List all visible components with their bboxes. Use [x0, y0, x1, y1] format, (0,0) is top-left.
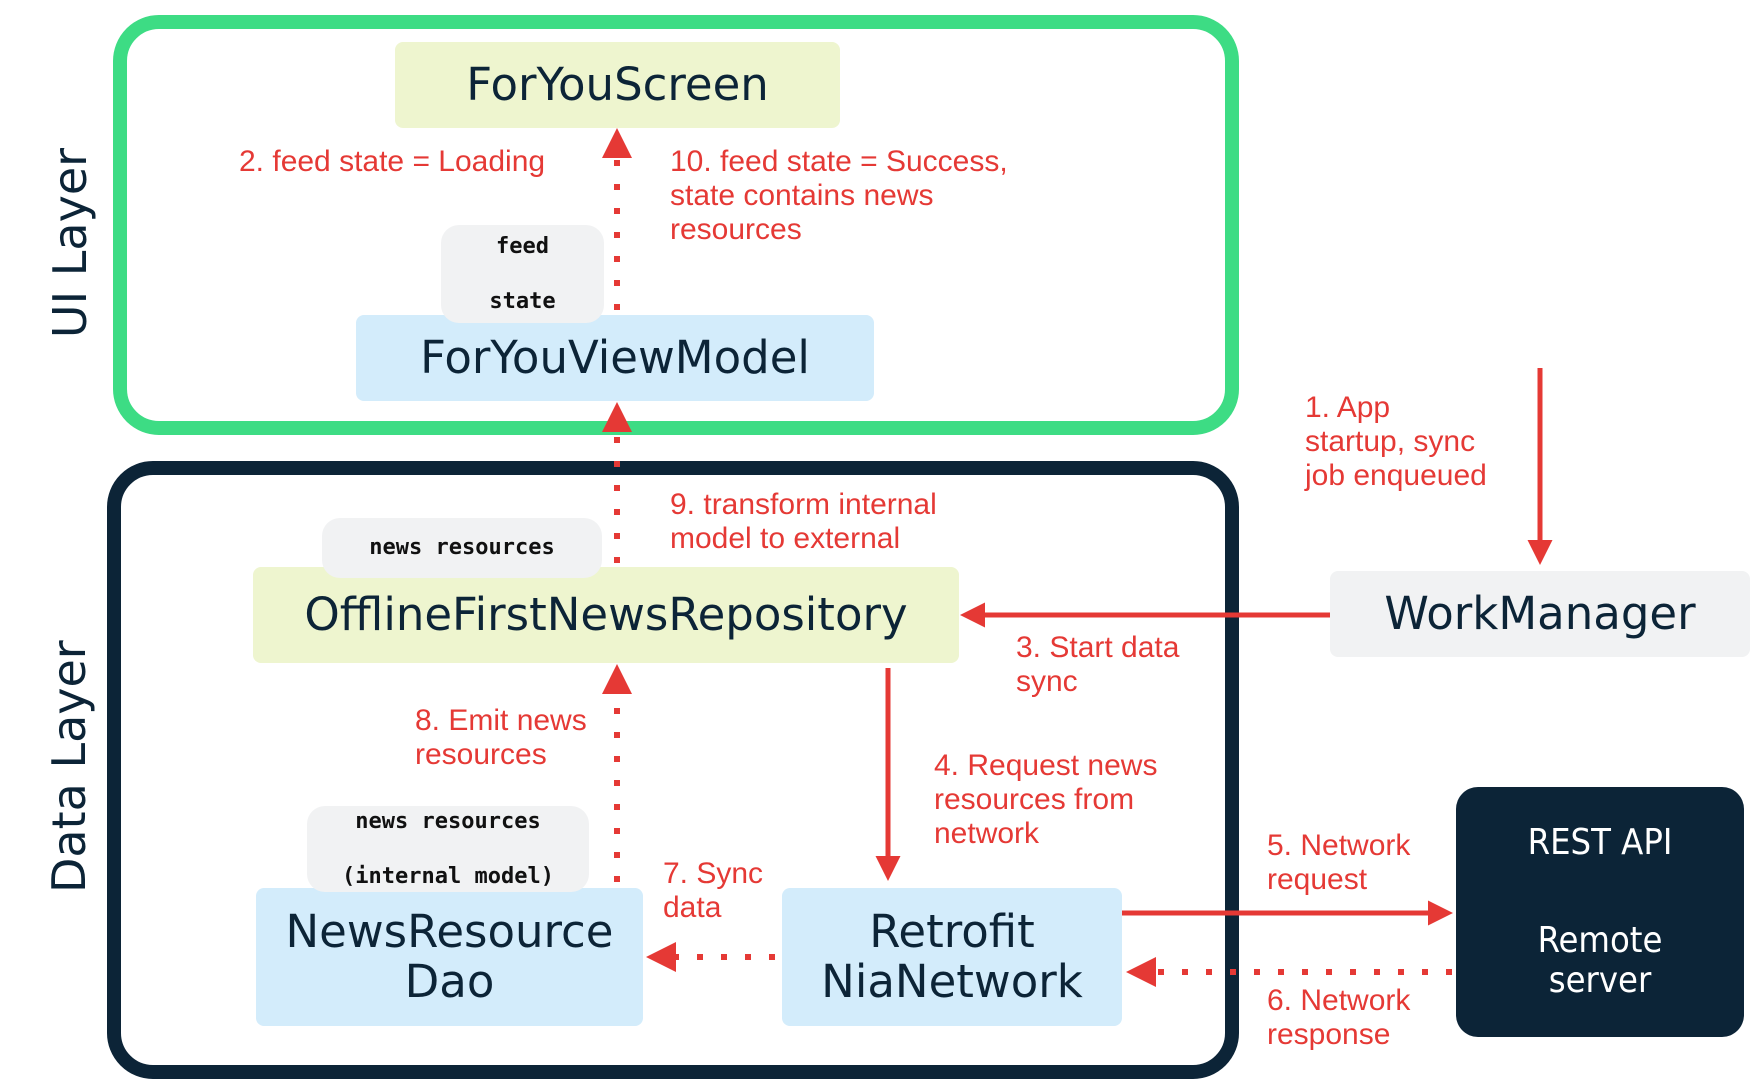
step-9-line-1: 9. transform internal	[670, 488, 937, 521]
step-5-line-2: request	[1267, 863, 1368, 896]
step-10-label: 10. feed state = Success, state contains…	[670, 145, 1008, 247]
dao-label-line-1: NewsResource	[285, 904, 614, 958]
rest-api-subtitle-line-1: Remote	[1537, 919, 1663, 961]
step-3-line-1: 3. Start data	[1016, 631, 1180, 664]
step-1-label: 1. App startup, sync job enqueued	[1305, 391, 1487, 493]
step-7-line-2: data	[663, 891, 722, 924]
retrofit-label-line-2: NiaNetwork	[821, 955, 1083, 1008]
retrofit-nia-network-node: Retrofit NiaNetwork	[782, 888, 1122, 1026]
step-4-label: 4. Request news resources from network	[934, 749, 1157, 851]
for-you-screen-label: ForYouScreen	[466, 57, 769, 111]
step-1-line-3: job enqueued	[1305, 459, 1487, 492]
step-8-line-2: resources	[415, 738, 547, 771]
feed-state-tag-line-2: state	[489, 288, 556, 314]
step-9-line-2: model to external	[670, 522, 901, 555]
step-6-label: 6. Network response	[1267, 984, 1410, 1052]
step-1-line-2: startup, sync	[1305, 425, 1476, 458]
step-6-line-1: 6. Network	[1267, 984, 1411, 1017]
news-internal-tag-line-2: (internal model)	[342, 863, 554, 889]
step-10-line-2: state contains news	[670, 179, 934, 212]
step-5-line-1: 5. Network	[1267, 829, 1411, 862]
news-resources-tag-label: news resources	[369, 535, 555, 561]
step-3-label: 3. Start data sync	[1016, 631, 1179, 699]
step-6-line-2: response	[1267, 1018, 1391, 1051]
step-10-line-3: resources	[670, 213, 802, 246]
step-9-label: 9. transform internal model to external	[670, 488, 937, 556]
step-4-line-2: resources from	[934, 783, 1135, 816]
rest-api-subtitle-line-2: server	[1548, 960, 1652, 1002]
news-internal-tag-line-1: news resources	[355, 808, 541, 834]
retrofit-label-line-1: Retrofit	[869, 904, 1035, 958]
step-8-label: 8. Emit news resources	[415, 704, 587, 772]
for-you-viewmodel-node: ForYouViewModel	[356, 315, 874, 401]
step-7-line-1: 7. Sync	[663, 857, 764, 890]
dao-label-line-2: Dao	[404, 955, 495, 1008]
step-4-line-1: 4. Request news	[934, 749, 1158, 782]
step-5-label: 5. Network request	[1267, 829, 1410, 897]
feed-state-tag: feed state	[441, 225, 604, 323]
rest-api-title: REST API	[1527, 821, 1673, 863]
step-4-line-3: network	[934, 817, 1040, 850]
for-you-viewmodel-label: ForYouViewModel	[420, 330, 810, 384]
rest-api-node: REST API Remote server	[1456, 787, 1744, 1037]
feed-state-tag-line-1: feed	[496, 233, 549, 259]
news-resources-internal-tag: news resources (internal model)	[307, 806, 589, 892]
work-manager-node: WorkManager	[1330, 571, 1750, 657]
for-you-screen-node: ForYouScreen	[395, 42, 840, 128]
step-10-line-1: 10. feed state = Success,	[670, 145, 1008, 178]
work-manager-label: WorkManager	[1384, 586, 1696, 640]
repository-label: OfflineFirstNewsRepository	[304, 587, 908, 641]
offline-first-news-repository-node: OfflineFirstNewsRepository	[253, 567, 959, 663]
step-7-label: 7. Sync data	[663, 857, 763, 925]
step-1-line-1: 1. App	[1305, 391, 1391, 424]
step-2-line-1: 2. feed state = Loading	[239, 145, 546, 178]
news-resources-tag: news resources	[322, 518, 602, 578]
news-resource-dao-node: NewsResource Dao	[256, 888, 643, 1026]
step-2-label: 2. feed state = Loading	[239, 145, 545, 179]
ui-layer-box	[113, 15, 1239, 435]
step-3-line-2: sync	[1016, 665, 1078, 698]
step-8-line-1: 8. Emit news	[415, 704, 587, 737]
